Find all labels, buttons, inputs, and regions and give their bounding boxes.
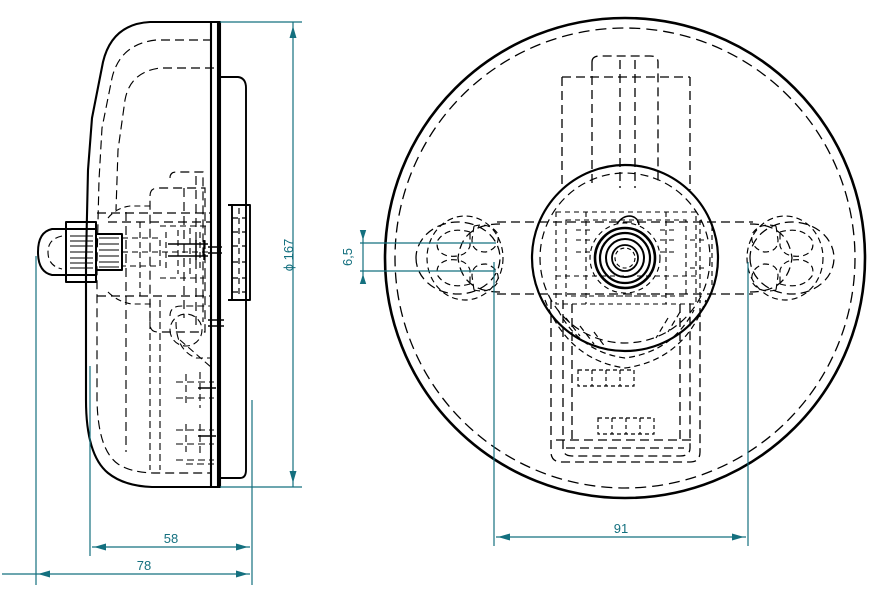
left-internal-detail xyxy=(107,205,212,305)
stem-cap-hidden xyxy=(47,235,63,270)
boss-inner-detail xyxy=(555,211,713,305)
lower-body-inner-marks xyxy=(577,369,655,435)
flange-block-detail xyxy=(232,208,246,298)
dimension-78 xyxy=(2,256,253,585)
left-internal-solid-detail xyxy=(168,240,222,260)
hex-nut xyxy=(65,221,97,283)
left-lower-solid-detail xyxy=(198,319,224,437)
dim-label-6-5: 6,5 xyxy=(340,248,355,266)
right-front-view xyxy=(383,16,867,500)
stem-cap xyxy=(37,228,67,276)
right-petal-cluster xyxy=(746,215,824,301)
hub-ring-hidden xyxy=(589,222,661,294)
dimension-diameter-167 xyxy=(220,21,302,488)
hub-ring-3 xyxy=(605,238,645,278)
hub-ring-2 xyxy=(598,231,652,285)
hub-ring-hidden-2 xyxy=(614,247,636,269)
horizontal-arm-band xyxy=(415,221,835,295)
dim-label-78: 78 xyxy=(137,558,151,573)
dimension-91 xyxy=(493,262,749,546)
left-lower-detail xyxy=(149,300,214,470)
hub-ring-1 xyxy=(593,226,657,290)
dim-label-58: 58 xyxy=(164,531,178,546)
right-rim-block xyxy=(220,76,251,479)
outer-dome-circle xyxy=(383,16,867,500)
left-petal-cluster xyxy=(426,215,504,301)
arrow-right xyxy=(732,533,744,541)
arrow-left xyxy=(498,533,510,541)
dimension-58 xyxy=(89,366,253,556)
arrow-left xyxy=(94,543,106,551)
dim-label-91: 91 xyxy=(614,521,628,536)
left-side-view xyxy=(84,20,222,489)
dim-label-167: ϕ 167 xyxy=(281,239,296,272)
arrow-lower xyxy=(359,274,367,284)
center-boss-hidden xyxy=(539,172,711,344)
center-boss-circle xyxy=(530,163,720,353)
inner-dome-hidden-circle xyxy=(394,27,856,489)
arrow-bottom xyxy=(289,471,297,483)
housing-outer-profile xyxy=(84,20,220,489)
arrow-upper xyxy=(359,230,367,240)
arrow-right xyxy=(236,570,248,578)
dimension-6-5 xyxy=(359,230,496,284)
threaded-stem-assembly xyxy=(37,221,123,283)
hub-ring-4 xyxy=(611,244,639,272)
arrow-right xyxy=(236,543,248,551)
vertical-body-block xyxy=(561,55,691,190)
boss-lower-arcs xyxy=(544,299,707,369)
arrow-top xyxy=(289,26,297,38)
thread-hatching xyxy=(70,235,119,269)
arrow-left xyxy=(38,570,50,578)
